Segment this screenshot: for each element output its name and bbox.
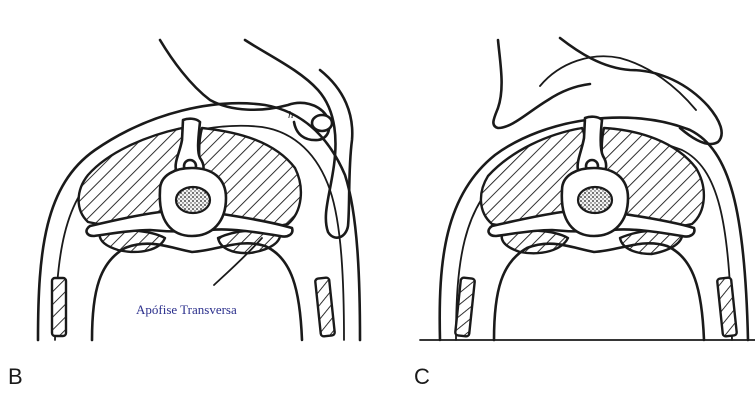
panel-b-right-rib [315,277,335,336]
panel-b-left-rib [52,278,66,336]
panel-b-disc [176,187,210,213]
panel-c-letter: C [414,364,430,389]
panel-b-cavity [92,243,302,340]
panel-c: C [414,38,755,389]
panel-c-disc [578,187,612,213]
panel-b-fingertip [312,115,332,131]
panel-b-callout-label: Apófise Transversa [136,302,237,317]
panel-b: h Apófise Transversa B [8,40,360,389]
panel-c-right-rib [717,277,737,336]
panel-b-letter: B [8,364,23,389]
panel-c-cavity [494,243,704,340]
panel-b-finger-mark: h [288,109,294,121]
panel-c-palm [540,56,696,110]
